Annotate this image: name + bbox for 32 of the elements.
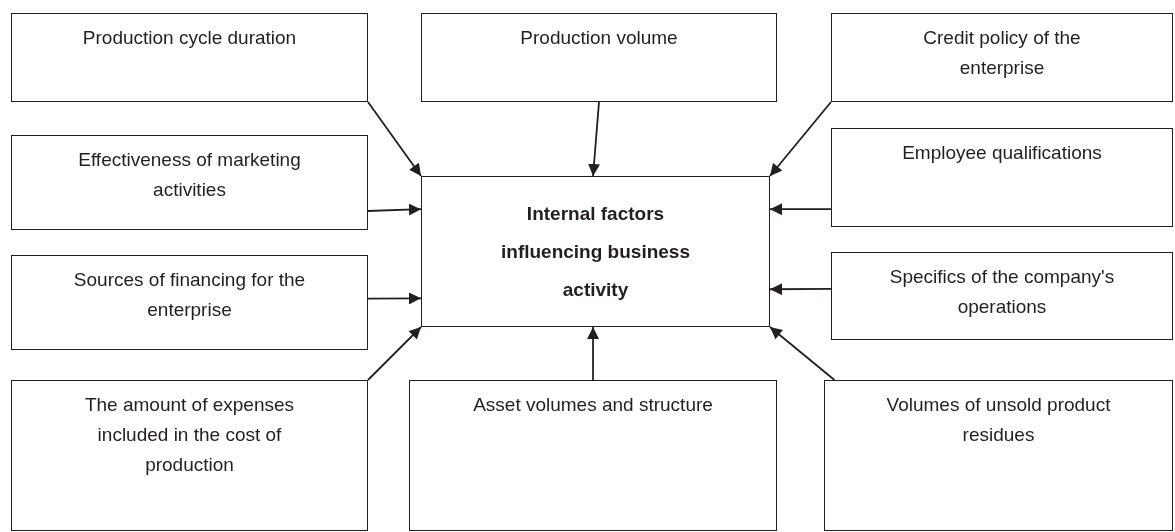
factor-box <box>831 128 1173 227</box>
arrow <box>367 101 422 177</box>
arrow <box>769 203 832 216</box>
box-text: Credit policy of the enterprise <box>922 26 1082 80</box>
box-text: Internal factors influencing business activity <box>500 202 691 302</box>
box-text: Asset volumes and structure <box>473 393 713 417</box>
arrow <box>769 101 832 177</box>
factor-box <box>11 13 368 102</box>
box-text: Specifics of the company's operations <box>888 265 1116 319</box>
central-box <box>421 176 770 327</box>
box-text: Sources of financing for the enterprise <box>72 268 307 322</box>
box-text: Production volume <box>520 26 678 50</box>
factor-box <box>824 380 1173 531</box>
factor-box <box>11 135 368 230</box>
factor-box <box>11 380 368 531</box>
arrow <box>367 326 422 381</box>
factor-box <box>11 255 368 350</box>
arrow <box>769 283 832 296</box>
arrow <box>769 326 836 381</box>
arrow <box>587 326 600 381</box>
arrow <box>367 203 422 216</box>
factor-box <box>421 13 777 102</box>
arrow <box>367 292 422 305</box>
factor-box <box>831 252 1173 340</box>
box-text: Production cycle duration <box>82 26 297 50</box>
box-text: Employee qualifications <box>902 141 1102 165</box>
box-text: The amount of expenses included in the cost of production <box>83 393 296 477</box>
arrow <box>588 101 600 177</box>
factor-box <box>409 380 777 531</box>
box-text: Effectiveness of marketing activities <box>77 148 302 202</box>
factor-box <box>831 13 1173 102</box>
box-text: Volumes of unsold product residues <box>885 393 1112 447</box>
